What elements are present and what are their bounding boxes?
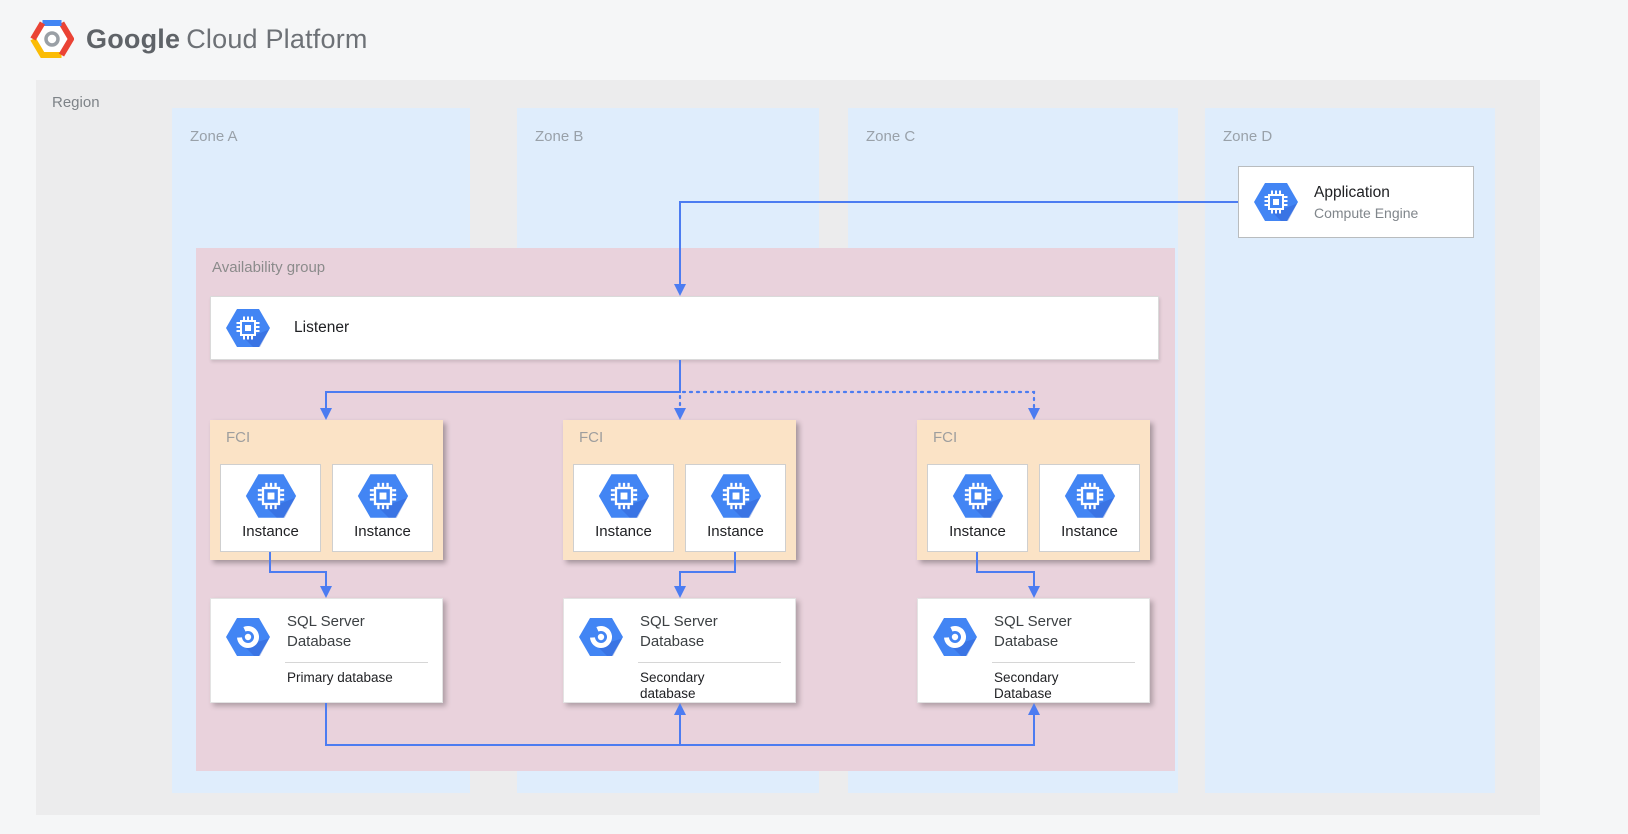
brand-cloud-platform: Cloud Platform [186,23,368,54]
application-text: Application Compute Engine [1314,184,1418,221]
compute-engine-icon [243,472,299,520]
zone-b-label: Zone B [535,128,584,145]
instance-card: Instance [1039,464,1140,552]
sql-database-primary: SQL Server Database Primary database [210,598,443,703]
listener-label: Listener [294,319,350,336]
instance-label: Instance [595,523,652,540]
application-subtitle: Compute Engine [1314,204,1419,221]
zone-d-label: Zone D [1223,128,1273,145]
sql-database-secondary-1: SQL Server Database Secondary database [563,598,796,703]
instance-label: Instance [242,523,299,540]
compute-engine-icon [224,307,272,349]
db-title: SQL Server Database [994,613,1072,650]
divider [992,662,1135,663]
instance-label: Instance [707,523,764,540]
compute-engine-icon [355,472,411,520]
db-title: SQL Server Database [640,613,718,650]
zone-c-label: Zone C [866,128,916,145]
brand-google: Google [86,23,181,54]
db-subtitle: Secondary database [640,670,705,701]
db-subtitle: Primary database [287,670,393,685]
zone-a-label: Zone A [190,128,238,145]
instance-card: Instance [332,464,433,552]
instance-card: Instance [573,464,674,552]
compute-engine-icon [708,472,764,520]
fci-group-a: FCI Instance Instance [210,420,443,560]
instance-card: Instance [685,464,786,552]
fci-b-label: FCI [579,429,604,446]
sql-database-icon [931,616,979,658]
application-title: Application [1314,183,1390,201]
compute-engine-icon [950,472,1006,520]
sql-database-icon [224,616,272,658]
sql-database-icon [577,616,625,658]
gcp-logo-icon [30,20,74,58]
instance-label: Instance [1061,523,1118,540]
compute-engine-icon [1062,472,1118,520]
sql-database-secondary-2: SQL Server Database Secondary Database [917,598,1150,703]
instance-card: Instance [927,464,1028,552]
instance-card: Instance [220,464,321,552]
instance-label: Instance [354,523,411,540]
fci-a-label: FCI [226,429,251,446]
fci-group-c: FCI Instance Instance [917,420,1150,560]
db-title: SQL Server Database [287,613,365,650]
instance-label: Instance [949,523,1006,540]
application-card: Application Compute Engine [1238,166,1474,238]
listener-card: Listener [210,296,1159,360]
fci-group-b: FCI Instance Instance [563,420,796,560]
compute-engine-icon [1252,181,1300,223]
fci-c-label: FCI [933,429,958,446]
divider [285,662,428,663]
divider [638,662,781,663]
compute-engine-icon [596,472,652,520]
region-label: Region [52,94,100,111]
db-subtitle: Secondary Database [994,670,1059,701]
availability-group-label: Availability group [212,259,326,276]
